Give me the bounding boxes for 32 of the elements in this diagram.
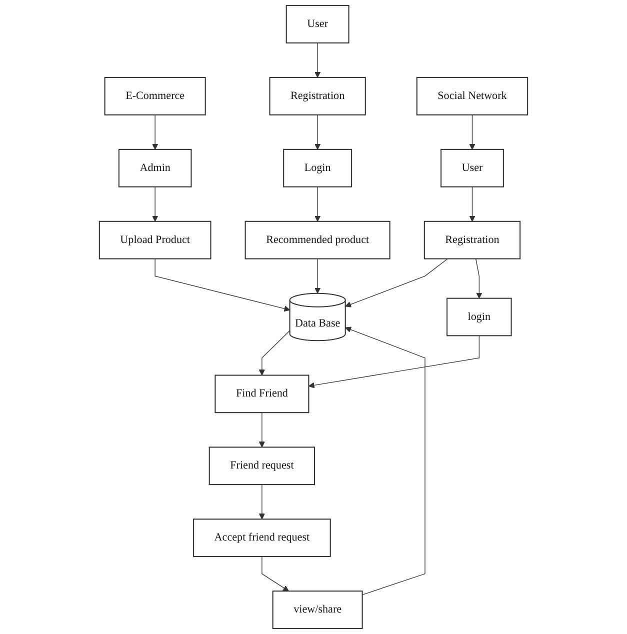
node-box: login bbox=[446, 298, 512, 336]
node-box: Accept friend request bbox=[193, 518, 331, 558]
arrow bbox=[308, 335, 480, 388]
node-box: Upload Product bbox=[98, 220, 212, 260]
node-box: Find Friend bbox=[214, 374, 310, 414]
node-box: view/share bbox=[272, 590, 363, 629]
node-box: Social Network bbox=[416, 76, 528, 116]
arrow bbox=[314, 186, 321, 222]
arrow bbox=[314, 258, 321, 294]
arrow bbox=[258, 330, 290, 376]
arrow bbox=[314, 42, 321, 78]
arrow bbox=[469, 114, 476, 150]
node-box: Login bbox=[283, 148, 352, 188]
arrow bbox=[314, 114, 321, 150]
arrow bbox=[152, 114, 158, 150]
node-box: User bbox=[440, 148, 504, 188]
node-box: Recommended product bbox=[244, 220, 390, 260]
node-box: Admin bbox=[118, 148, 192, 188]
arrow bbox=[258, 484, 265, 520]
arrow bbox=[469, 186, 476, 222]
node-box: User bbox=[286, 5, 350, 44]
arrow bbox=[262, 556, 289, 592]
arrow bbox=[345, 326, 426, 596]
arrow bbox=[152, 186, 158, 222]
arrow bbox=[345, 258, 448, 308]
node-box: Registration bbox=[269, 76, 366, 116]
arrow bbox=[258, 412, 265, 448]
arrow bbox=[475, 258, 482, 299]
arrow bbox=[154, 258, 290, 312]
node-box: Friend request bbox=[208, 446, 316, 486]
node-box: Registration bbox=[424, 220, 521, 260]
node-box: E-Commerce bbox=[104, 76, 206, 116]
